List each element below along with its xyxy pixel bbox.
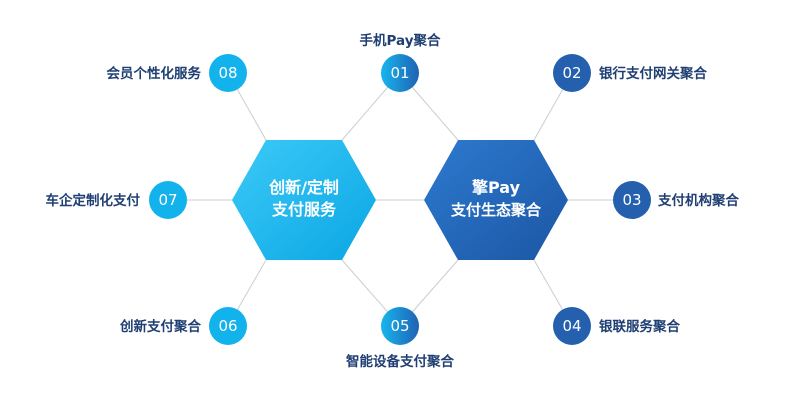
node-01-circle [381, 54, 419, 92]
node-07-label: 车企定制化支付 [46, 192, 141, 209]
node-03-circle [613, 181, 651, 219]
node-08: 08 会员个性化服务 [107, 54, 247, 92]
node-05-number: 05 [390, 317, 409, 335]
node-05: 05 智能设备支付聚合 [346, 307, 454, 370]
node-03-label: 支付机构聚合 [657, 192, 739, 209]
node-08-number: 08 [218, 64, 237, 82]
node-04: 04 银联服务聚合 [553, 307, 680, 345]
hexagon-right-shape [424, 140, 568, 260]
node-02-label: 银行支付网关聚合 [599, 65, 707, 82]
node-06-label: 创新支付聚合 [119, 318, 201, 335]
node-08-circle [209, 54, 247, 92]
node-02: 02 银行支付网关聚合 [553, 54, 707, 92]
node-07-circle [149, 181, 187, 219]
node-06-circle [209, 307, 247, 345]
node-03-number: 03 [622, 191, 641, 209]
node-05-circle [381, 307, 419, 345]
node-05-label: 智能设备支付聚合 [346, 353, 454, 370]
hexagon-left-line1: 创新/定制 [268, 178, 339, 197]
node-01-label: 手机Pay聚合 [359, 32, 441, 49]
hexagon-left-line2: 支付服务 [271, 200, 337, 219]
node-02-circle [553, 54, 591, 92]
node-06: 06 创新支付聚合 [119, 307, 247, 345]
node-02-number: 02 [562, 64, 581, 82]
hexagon-right: 擎Pay 支付生态聚合 [424, 140, 568, 260]
node-06-number: 06 [218, 317, 237, 335]
hexagon-left-shape [232, 140, 376, 260]
node-04-label: 银联服务聚合 [599, 318, 680, 335]
hexagon-right-line2: 支付生态聚合 [450, 201, 542, 219]
node-07-number: 07 [158, 191, 177, 209]
hexagon-left: 创新/定制 支付服务 [232, 140, 376, 260]
node-01-number: 01 [390, 64, 409, 82]
node-04-circle [553, 307, 591, 345]
node-08-label: 会员个性化服务 [107, 65, 202, 82]
node-07: 07 车企定制化支付 [46, 181, 187, 219]
node-04-number: 04 [562, 317, 581, 335]
node-01: 01 手机Pay聚合 [359, 32, 441, 92]
hexagon-right-line1: 擎Pay [472, 178, 521, 197]
node-03: 03 支付机构聚合 [613, 181, 739, 219]
